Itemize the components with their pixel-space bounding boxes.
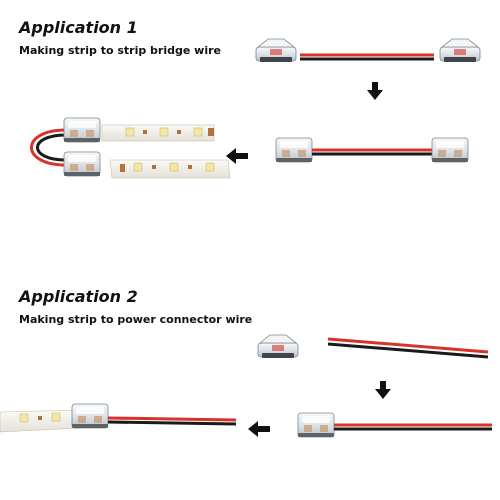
application-2-title: Application 2 [19,287,138,306]
app1-open-connector-left [255,38,297,63]
application-1-subtitle: Making strip to strip bridge wire [19,44,221,57]
app1-arrow-left [226,148,248,164]
app2-arrow-down [375,381,391,399]
app1-led-strip-top [101,124,215,142]
app1-bridge-loop-wire [30,128,67,167]
app1-led-strip-bottom [109,159,231,179]
app2-open-connector [257,334,299,359]
app1-loose-wire [300,53,434,61]
app2-connector-with-wire [297,412,492,438]
app1-arrow-down [367,82,383,100]
app2-led-strip [0,409,83,433]
application-2-subtitle: Making strip to power connector wire [19,313,253,326]
app1-bridge-wire-assembled [275,137,469,163]
application-1-title: Application 1 [19,18,138,37]
app2-arrow-left [248,421,270,437]
app2-loose-wire [327,337,489,359]
app2-assembled-connector [71,403,237,429]
app1-clip-bottom [63,151,101,177]
app1-clip-top [63,117,101,143]
app1-open-connector-right [439,38,481,63]
